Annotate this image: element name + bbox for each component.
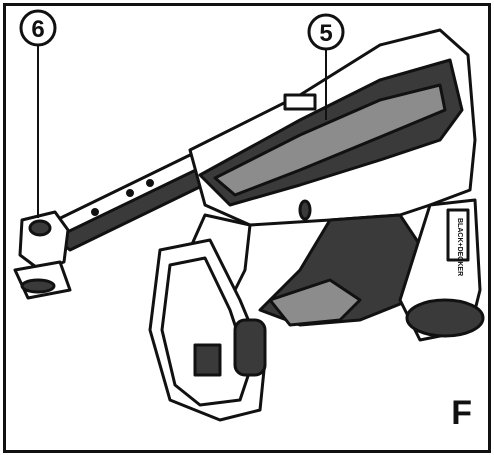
tool-base [148,238,267,422]
figure-letter: F [451,394,472,432]
callout-6-label: 6 [31,16,44,43]
callout-5-label: 5 [319,20,332,47]
callout-5: 5 [307,13,345,120]
extractor-arm [38,153,217,252]
tool-housing [188,28,477,227]
battery-pack [398,198,485,342]
brand-logo-text: BLACK+DECKER [456,218,463,276]
callout-6: 6 [19,9,57,218]
brand-logo: BLACK+DECKER [456,218,463,276]
nozzle-foot [13,210,72,300]
